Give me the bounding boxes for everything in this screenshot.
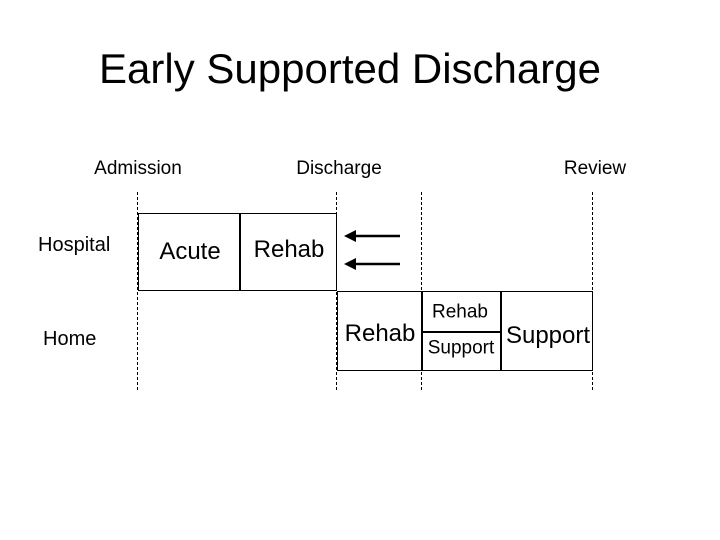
acute-rehab-divider xyxy=(239,213,241,291)
timeline-label-review: Review xyxy=(563,158,627,179)
phase-label-home-rehab-small: Rehab xyxy=(432,301,488,323)
hospital-stay-box xyxy=(138,213,337,291)
home-box-divider-right xyxy=(500,291,502,371)
phase-label-acute: Acute xyxy=(159,238,221,265)
home-box-divider-left xyxy=(421,291,423,371)
phase-label-hospital-rehab: Rehab xyxy=(253,236,325,263)
left-arrow-icon xyxy=(344,258,400,270)
left-arrow-icon xyxy=(344,230,400,242)
timeline-label-discharge: Discharge xyxy=(296,158,382,179)
phase-label-home-rehab: Rehab xyxy=(344,320,416,347)
row-label-hospital: Hospital xyxy=(38,234,111,256)
admission-dashed-line xyxy=(137,192,138,390)
slide-title: Early Supported Discharge xyxy=(99,45,601,92)
phase-label-home-support: Support xyxy=(505,322,591,349)
home-stay-box xyxy=(337,291,593,371)
phase-label-home-support-small: Support xyxy=(427,337,495,359)
timeline-label-admission: Admission xyxy=(94,158,182,179)
row-label-home: Home xyxy=(43,328,97,350)
discharge-dashed-line xyxy=(336,192,337,390)
rehab-support-divider xyxy=(422,331,500,333)
